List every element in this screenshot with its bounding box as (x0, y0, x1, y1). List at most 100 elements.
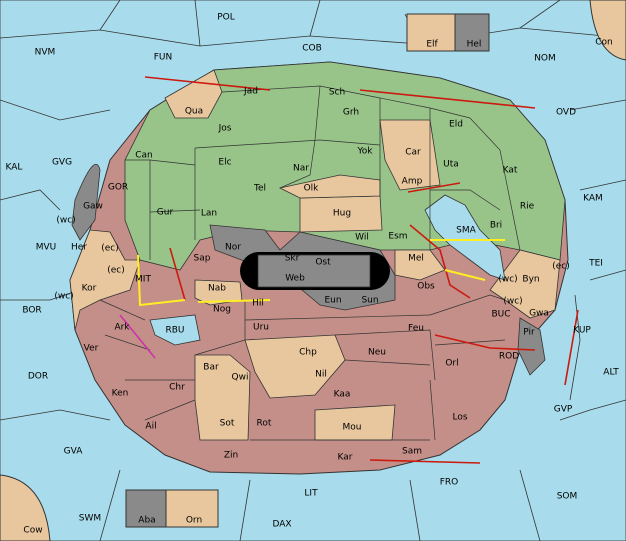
tan-car (379, 119, 441, 191)
svg-text:Kaa: Kaa (334, 390, 351, 400)
svg-text:Rot: Rot (257, 419, 272, 429)
svg-text:KAM: KAM (583, 194, 603, 204)
svg-text:NVM: NVM (35, 48, 56, 58)
svg-text:FUN: FUN (154, 53, 173, 63)
svg-text:Nar: Nar (293, 164, 309, 174)
svg-text:Chp: Chp (299, 348, 317, 358)
gray-hel-box (454, 13, 490, 52)
svg-text:Nog: Nog (213, 305, 231, 315)
svg-text:Los: Los (452, 413, 467, 423)
svg-text:POL: POL (217, 13, 235, 23)
svg-text:Nab: Nab (208, 284, 226, 294)
svg-text:Sam: Sam (402, 447, 422, 457)
svg-text:DAX: DAX (272, 520, 291, 530)
svg-text:Byn: Byn (522, 275, 539, 285)
svg-text:Ail: Ail (145, 422, 156, 432)
svg-text:Sch: Sch (329, 88, 345, 98)
svg-text:Neu: Neu (368, 348, 386, 358)
svg-text:Uta: Uta (443, 160, 459, 170)
svg-text:Ost: Ost (315, 258, 331, 268)
svg-text:Grh: Grh (343, 108, 359, 118)
svg-text:Ken: Ken (112, 389, 129, 399)
svg-text:Elc: Elc (218, 158, 231, 168)
svg-text:Skr: Skr (285, 254, 300, 264)
svg-text:(ec): (ec) (107, 266, 125, 276)
svg-text:ALT: ALT (603, 368, 619, 378)
svg-text:Mou: Mou (343, 423, 362, 433)
svg-text:Tel: Tel (253, 184, 266, 194)
svg-text:RBU: RBU (165, 326, 184, 336)
svg-text:Hel: Hel (467, 40, 482, 50)
green-labels: Jad Sch Qua Jos Grh Eld Can Elc Nar Yok … (83, 87, 535, 264)
svg-text:Gwa: Gwa (529, 309, 549, 319)
svg-text:ROD: ROD (499, 352, 519, 362)
svg-text:Orn: Orn (186, 516, 202, 526)
tan-mel (394, 249, 446, 281)
svg-text:Ark: Ark (114, 323, 130, 333)
svg-text:COB: COB (302, 44, 322, 54)
svg-text:Kar: Kar (338, 453, 353, 463)
svg-text:GVG: GVG (52, 158, 72, 168)
svg-text:Lan: Lan (201, 209, 217, 219)
svg-text:Wil: Wil (355, 233, 369, 243)
tan-labels: Elf Her Kor Mel Byn Gwa Nab Eun Chp Nil … (71, 40, 549, 526)
svg-text:GVA: GVA (64, 447, 84, 457)
inner-sea-rbu (149, 314, 201, 346)
svg-text:Rie: Rie (520, 202, 535, 212)
svg-text:(ec): (ec) (101, 244, 119, 254)
svg-text:Jad: Jad (243, 87, 258, 97)
svg-text:Kor: Kor (82, 284, 97, 294)
svg-text:MIT: MIT (135, 275, 151, 285)
territory-borders (99, 85, 521, 441)
svg-text:Obs: Obs (417, 282, 435, 292)
svg-text:Hil: Hil (252, 299, 264, 309)
svg-text:Nor: Nor (225, 243, 241, 253)
svg-text:Aba: Aba (138, 516, 155, 526)
red-labels: Ark Uru Feu Neu Obs Orl Ver Ken Chr Qwi … (84, 282, 468, 463)
svg-text:BOR: BOR (22, 306, 41, 316)
tan-orn-box (165, 489, 219, 528)
svg-text:Cow: Cow (23, 526, 42, 536)
svg-text:(wc): (wc) (503, 297, 522, 307)
svg-text:Nil: Nil (315, 370, 327, 380)
sea-labels: POL NVM FUN COB NOM Con KAL GVG GOR KAM … (6, 13, 620, 536)
gray-pir (517, 317, 546, 376)
svg-text:Bri: Bri (490, 221, 502, 231)
svg-text:KUP: KUP (573, 326, 591, 336)
tan-west-coast (69, 229, 141, 331)
svg-text:FRO: FRO (440, 478, 459, 488)
svg-text:Amp: Amp (402, 177, 423, 187)
svg-text:TEI: TEI (588, 259, 603, 269)
gray-gaw (71, 163, 101, 241)
svg-text:MVU: MVU (36, 243, 57, 253)
svg-text:(wc): (wc) (54, 292, 73, 302)
svg-text:Web: Web (285, 274, 305, 284)
svg-text:Sap: Sap (194, 254, 211, 264)
svg-text:Car: Car (405, 148, 421, 158)
svg-text:Chr: Chr (169, 383, 185, 393)
svg-text:GOR: GOR (108, 183, 128, 193)
svg-text:(wc): (wc) (498, 275, 517, 285)
gray-aba-box (125, 489, 167, 528)
svg-text:Zin: Zin (224, 451, 238, 461)
svg-text:Pir: Pir (523, 328, 535, 338)
svg-text:Qwi: Qwi (232, 373, 249, 383)
svg-text:OVD: OVD (556, 108, 576, 118)
svg-text:SWM: SWM (79, 514, 101, 524)
svg-text:Kat: Kat (503, 166, 518, 176)
svg-text:NOM: NOM (534, 54, 556, 64)
svg-text:Sot: Sot (220, 419, 235, 429)
svg-text:Mel: Mel (408, 254, 424, 264)
order-arrows (119, 76, 579, 464)
svg-text:Bar: Bar (203, 363, 219, 373)
svg-text:GVP: GVP (554, 405, 573, 415)
svg-text:LIT: LIT (304, 489, 318, 499)
gray-labels: Hel Skr Ost Web Sun Pir Aba (138, 40, 535, 526)
svg-text:Hug: Hug (333, 209, 351, 219)
tan-nab (194, 279, 243, 306)
svg-text:(ec): (ec) (552, 262, 570, 272)
svg-text:Gur: Gur (157, 208, 174, 218)
svg-text:Elf: Elf (426, 40, 438, 50)
